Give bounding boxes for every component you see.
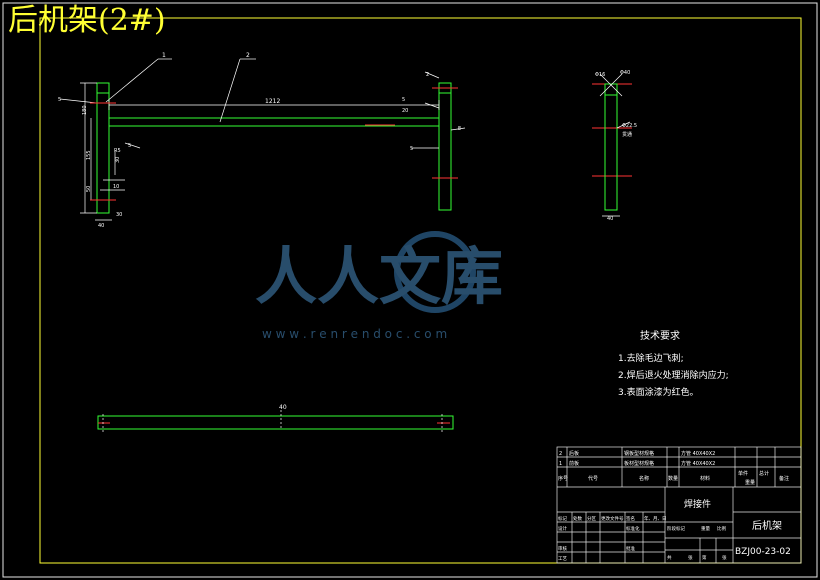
tb-label-3: 标准化 [626,525,640,532]
tb-h-5: 单件 [738,470,748,477]
tb-h-2: 名称 [639,475,649,482]
side-view [604,83,618,211]
tb-left-row-5: 年、月、日 [644,515,667,522]
tech-item-3: 3.表面涂漆为红色。 [618,386,699,398]
label-dim-20: 20 [402,108,408,114]
tb-label-4: 批准 [626,545,635,552]
tb-label-2: 工艺 [558,556,567,562]
label-dim-10: 10 [113,184,119,190]
watermark: 人人文库 w w w . r e n r e n d o c . c o m [255,231,503,341]
side-dimensions [599,73,631,217]
tech-item-2: 2.焊后退火处理消除内应力; [618,369,729,381]
tb-r2-5: 方管 40X40X2 [681,460,715,467]
tb-label-1: 审核 [558,545,567,552]
label-dim-180: 180 [82,105,88,115]
tb-part-type: 焊接件 [684,498,711,510]
tb-r2-3: 板材型材规格 [624,460,654,467]
tb-stage-1: 重量 [701,525,710,532]
label-dim-e: E [458,126,461,132]
tb-left-row-0: 标记 [558,515,567,522]
tb-label-0: 设计 [558,525,567,532]
label-dim-40-side: 40 [98,223,104,229]
tb-stage-2: 比例 [717,525,726,532]
tb-r1-3: 钢板型材规格 [624,450,654,457]
label-part1: 1 [162,52,166,59]
label-dim-r5: R5 [114,148,121,154]
label-dim-50: 50 [86,186,92,192]
label-phi40: Φ40 [620,70,630,76]
tb-sheet-0: 共 [667,554,672,561]
label-dim-40-right: 40 [607,216,613,222]
front-view [96,82,452,214]
tb-h-0: 序号 [558,475,568,482]
label-phi22: Φ22.5 [622,123,637,129]
tb-sheet-1: 张 [688,554,693,561]
label-phi16: Φ16 [595,72,605,78]
label-dim-40-bottom: 40 [279,404,287,411]
center-marks [90,83,632,201]
tb-r1-0: 2 [559,451,562,457]
watermark-url: w w w . r e n r e n d o c . c o m [262,327,447,341]
tb-h-extra: 重量 [745,479,755,486]
tb-sheet-2: 第 [702,554,707,561]
tb-sheet-3: 张 [722,554,727,561]
label-dim-5d: 5 [410,146,413,152]
tb-part-name: 后机架 [752,519,782,532]
tech-heading: 技术要求 [640,329,680,342]
tb-r1-1: 后板 [569,450,579,457]
label-dim-5c: 5 [402,97,405,103]
front-dimensions [59,58,466,221]
title-block [556,446,802,564]
tb-left-row-1: 处数 [573,515,582,522]
tb-r2-0: 1 [559,461,562,467]
inner-frame [39,17,802,564]
tb-r2-1: 前板 [569,460,579,467]
tb-left-row-4: 签名 [626,515,635,522]
tb-left-row-3: 更改文件号 [601,515,624,522]
label-dim-30a: 30 [115,157,121,163]
label-dim-30b: 30 [116,212,122,218]
tb-h-1: 代号 [588,475,598,482]
label-dim-5b: 5 [128,143,131,149]
label-dim-155: 155 [86,150,92,160]
tb-h-7: 备注 [779,475,789,482]
tb-h-6: 总计 [759,470,769,477]
bottom-bar-view [97,415,454,430]
label-dim-5a: 5 [58,97,61,103]
tech-item-1: 1.去除毛边飞刺; [618,352,684,364]
tb-left-row-2: 分区 [587,515,596,522]
label-thru: 贯通 [622,131,632,138]
label-dim-main: 1212 [265,98,280,105]
label-dim-2: 2 [426,72,429,78]
tb-drawing-no: BZJ00-23-02 [735,547,791,557]
tb-r1-5: 方管 40X40X2 [681,450,715,457]
tb-h-3: 数量 [668,475,678,482]
drawing-title: 后机架(2#) [8,3,166,38]
watermark-brand: 人人文库 [255,240,503,313]
tb-stage-0: 阶段标记 [667,525,685,532]
tb-h-4: 材料 [700,475,710,482]
label-part2: 2 [246,52,250,59]
